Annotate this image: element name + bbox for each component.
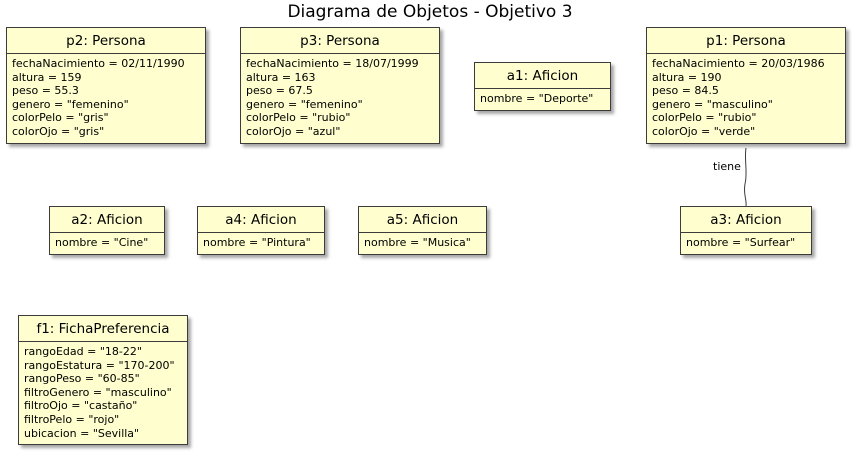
object-attribute: filtroOjo = "castaño" — [24, 399, 138, 413]
object-a5[interactable]: a5: Aficion nombre = "Musica" — [358, 206, 487, 255]
object-attribute: nombre = "Musica" — [364, 236, 471, 249]
object-attributes: nombre = "Cine" — [50, 233, 164, 254]
object-attribute: altura = 163 — [246, 70, 316, 84]
object-attribute: genero = "femenino" — [246, 97, 363, 111]
object-name: a3: Aficion — [681, 207, 811, 233]
object-a2[interactable]: a2: Aficion nombre = "Cine" — [49, 206, 165, 255]
object-attribute: altura = 190 — [652, 70, 722, 84]
object-attribute: colorOjo = "verde" — [652, 124, 756, 138]
object-a1[interactable]: a1: Aficion nombre = "Deporte" — [474, 62, 611, 111]
object-attribute: colorOjo = "gris" — [12, 124, 105, 138]
object-attribute: peso = 84.5 — [652, 84, 719, 98]
object-attribute: nombre = "Deporte" — [480, 92, 594, 105]
object-f1[interactable]: f1: FichaPreferencia rangoEdad = "18-22"… — [18, 315, 188, 446]
object-name: a4: Aficion — [198, 207, 324, 233]
object-p3[interactable]: p3: Persona fechaNacimiento = 18/07/1999… — [240, 27, 440, 144]
object-name: a2: Aficion — [50, 207, 164, 233]
object-attribute: colorOjo = "azul" — [246, 124, 341, 138]
link-label-tiene: tiene — [713, 160, 741, 173]
object-attribute: rangoPeso = "60-85" — [24, 372, 140, 386]
object-attribute: nombre = "Surfear" — [686, 236, 796, 249]
object-attributes: nombre = "Surfear" — [681, 233, 811, 254]
object-attribute: filtroGenero = "masculino" — [24, 385, 172, 399]
object-attribute: colorPelo = "rubio" — [652, 111, 757, 125]
object-name: p3: Persona — [241, 28, 439, 54]
object-name: a5: Aficion — [359, 207, 486, 233]
object-attribute: rangoEstatura = "170-200" — [24, 358, 175, 372]
object-name: f1: FichaPreferencia — [19, 316, 187, 342]
object-attribute: peso = 67.5 — [246, 84, 313, 98]
object-attribute: filtroPelo = "rojo" — [24, 412, 120, 426]
object-attribute: colorPelo = "rubio" — [246, 111, 351, 125]
object-name: a1: Aficion — [475, 63, 610, 89]
object-attribute: fechaNacimiento = 18/07/1999 — [246, 57, 419, 70]
object-attribute: peso = 55.3 — [12, 84, 79, 98]
object-attributes: nombre = "Pintura" — [198, 233, 324, 254]
object-attribute: ubicacion = "Sevilla" — [24, 426, 140, 440]
object-attribute: fechaNacimiento = 20/03/1986 — [652, 57, 825, 70]
object-attribute: genero = "masculino" — [652, 97, 773, 111]
object-attribute: colorPelo = "gris" — [12, 111, 109, 125]
object-attribute: genero = "femenino" — [12, 97, 129, 111]
object-attribute: altura = 159 — [12, 70, 82, 84]
link-p1-a3 — [743, 147, 747, 207]
object-attributes: rangoEdad = "18-22"rangoEstatura = "170-… — [19, 342, 187, 444]
diagram-title: Diagrama de Objetos - Objetivo 3 — [287, 2, 573, 22]
object-attribute: nombre = "Pintura" — [203, 236, 311, 249]
object-p2[interactable]: p2: Persona fechaNacimiento = 02/11/1990… — [6, 27, 206, 144]
object-attributes: nombre = "Musica" — [359, 233, 486, 254]
object-attributes: nombre = "Deporte" — [475, 89, 610, 110]
object-name: p1: Persona — [647, 28, 845, 54]
object-attribute: nombre = "Cine" — [55, 236, 149, 249]
object-p1[interactable]: p1: Persona fechaNacimiento = 20/03/1986… — [646, 27, 846, 144]
object-a3[interactable]: a3: Aficion nombre = "Surfear" — [680, 206, 812, 255]
object-attribute: fechaNacimiento = 02/11/1990 — [12, 57, 185, 70]
object-name: p2: Persona — [7, 28, 205, 54]
object-a4[interactable]: a4: Aficion nombre = "Pintura" — [197, 206, 325, 255]
object-attribute: rangoEdad = "18-22" — [24, 345, 142, 358]
